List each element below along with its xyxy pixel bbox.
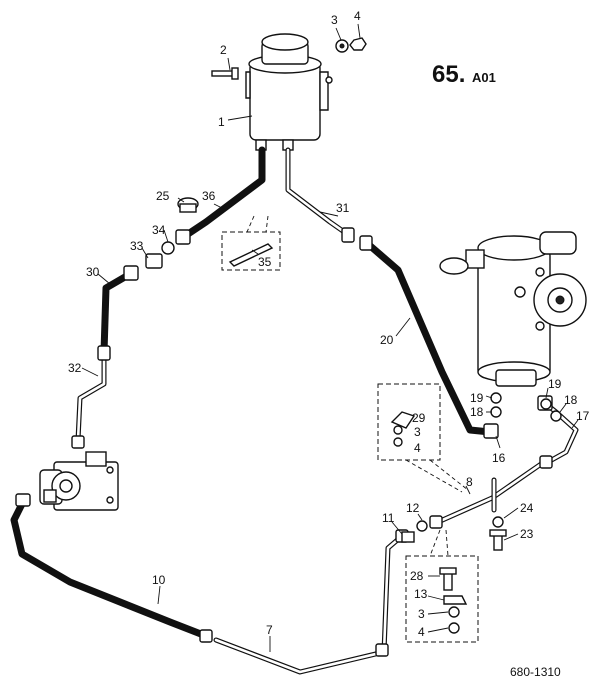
callout-2: 2 [220,43,227,57]
callout-12: 12 [406,501,420,515]
callout-4-mid: 4 [414,441,421,455]
clamp-detail-28 [439,567,468,634]
callout-16: 16 [492,451,506,465]
callout-13: 13 [414,587,428,601]
group-suffix: A01 [472,70,496,85]
nut-and-washer-top [335,37,367,53]
callout-1: 1 [218,115,225,129]
callout-30: 30 [86,265,100,279]
callout-36: 36 [202,189,216,203]
detail-box-35 [221,215,281,271]
group-number: 65. [432,61,465,88]
oil-reservoir [245,33,333,151]
fittings [15,227,553,657]
callout-32: 32 [68,361,82,375]
callout-3-mid: 3 [414,425,421,439]
callout-4-bottom: 4 [418,625,425,639]
callout-33: 33 [130,239,144,253]
seal-rings [490,392,562,422]
callout-labels: 1 2 3 4 25 36 31 34 33 35 30 20 32 19 29… [68,9,590,639]
mounting-screw [211,67,239,80]
callout-11: 11 [382,511,395,525]
adapter-and-seal [145,241,175,269]
callout-7: 7 [266,623,273,637]
callout-34: 34 [152,223,166,237]
clamp-detail-29 [390,411,416,447]
callout-17: 17 [576,409,590,423]
callout-29: 29 [412,411,426,425]
callout-20: 20 [380,333,394,347]
callout-19-left: 19 [470,391,484,405]
callout-18-right: 18 [564,393,578,407]
hydraulic-pump [39,451,119,511]
callout-19-right: 19 [548,377,562,391]
callout-23: 23 [520,527,534,541]
callout-3-top: 3 [331,13,338,27]
callout-35: 35 [258,255,272,269]
callout-4-top: 4 [354,9,361,23]
callout-8: 8 [466,475,473,489]
callout-31: 31 [336,201,350,215]
drawing-number: 680-1310 [510,665,561,679]
leader-lines [81,23,579,652]
callout-25: 25 [156,189,170,203]
nut-and-bolt-24-23 [489,516,507,551]
cable-tie [228,243,274,267]
union-fittings [401,520,428,543]
callout-3-bottom: 3 [418,607,425,621]
callout-18-left: 18 [470,405,484,419]
callout-28: 28 [410,569,424,583]
steering-gear [439,231,587,387]
detail-box-29 [377,383,469,493]
callout-10: 10 [152,573,166,587]
detail-box-28 [405,529,479,643]
callout-24: 24 [520,501,534,515]
